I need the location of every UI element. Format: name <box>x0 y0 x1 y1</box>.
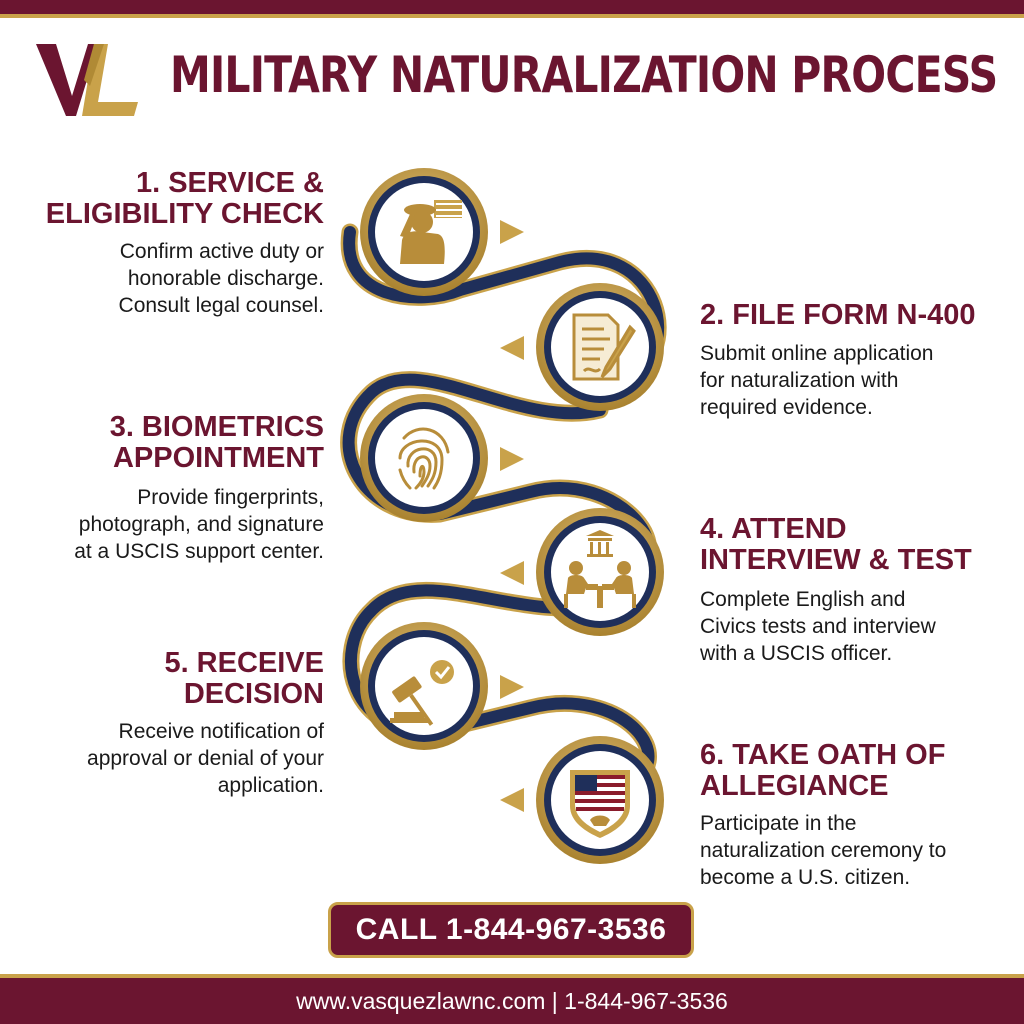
interview-icon <box>564 530 636 608</box>
top-accent-bar <box>0 0 1024 18</box>
step-1-description: Confirm active duty or honorable dischar… <box>118 240 324 317</box>
saluting-soldier-icon <box>400 200 462 264</box>
step-4-description: Complete English and Civics tests and in… <box>700 588 936 665</box>
step-3-title: 3. BIOMETRICS APPOINTMENT <box>109 411 324 474</box>
gavel-check-icon <box>390 660 454 726</box>
footer-bar: www.vasquezlawnc.com | 1-844-967-3536 <box>0 974 1024 1024</box>
step-5-title: 5. RECEIVE DECISION <box>164 647 324 710</box>
arrow-left-icon <box>500 336 524 360</box>
step-6-title: 6. TAKE OATH OF ALLEGIANCE <box>700 739 946 802</box>
page-title: MILITARY NATURALIZATION PROCESS <box>170 46 998 104</box>
step-2-description: Submit online application for naturaliza… <box>700 342 934 419</box>
step-1-title: 1. SERVICE & ELIGIBILITY CHECK <box>45 167 324 230</box>
step-2-badge <box>536 283 664 411</box>
flag-shield-icon <box>570 770 630 838</box>
arrow-right-icon <box>500 447 524 471</box>
ribbon-path <box>340 223 667 799</box>
step-4-title: 4. ATTEND INTERVIEW & TEST <box>700 513 972 576</box>
arrow-right-icon <box>500 675 524 699</box>
logo <box>36 44 138 116</box>
arrow-left-icon <box>500 561 524 585</box>
step-3-description: Provide fingerprints, photograph, and si… <box>74 486 324 563</box>
step-5-badge <box>360 622 488 750</box>
arrow-right-icon <box>500 220 524 244</box>
step-6-description: Participate in the naturalization ceremo… <box>700 812 947 889</box>
step-6-badge <box>536 736 664 864</box>
step-1-badge <box>360 168 488 296</box>
arrow-left-icon <box>500 788 524 812</box>
header: MILITARY NATURALIZATION PROCESS <box>30 40 1010 120</box>
fingerprint-icon <box>398 427 450 490</box>
flow-arrows <box>500 220 524 812</box>
step-3-badge <box>360 394 488 522</box>
step-5-description: Receive notification of approval or deni… <box>87 720 324 797</box>
step-4-badge <box>536 508 664 636</box>
footer-contact-text[interactable]: www.vasquezlawnc.com | 1-844-967-3536 <box>296 987 728 1014</box>
document-pen-icon <box>572 313 636 381</box>
step-2-title: 2. FILE FORM N-400 <box>700 299 976 331</box>
call-button[interactable]: CALL 1-844-967-3536 <box>328 902 694 958</box>
